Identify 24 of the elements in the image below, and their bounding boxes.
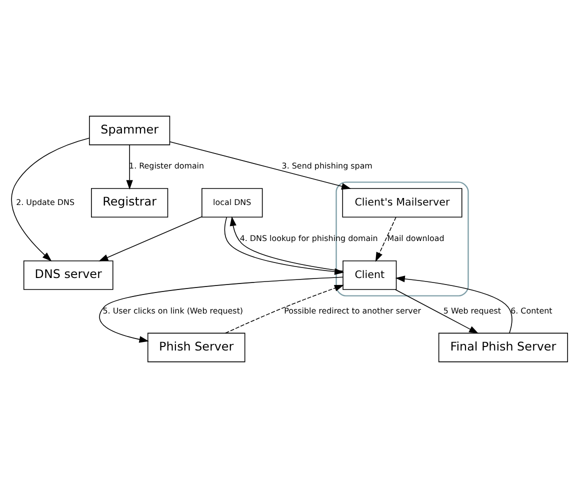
arrow [11,137,90,261]
arrow [375,216,396,262]
arrow [98,216,202,261]
node-box: Client [342,260,397,290]
edge-label: 2. Update DNS [16,197,75,206]
edge-label: 5. User clicks on link (Web request) [102,306,244,315]
edge-label: 3. Send phishing spam [282,161,372,170]
node-box: Final Phish Server [438,332,568,362]
node-box: Phish Server [147,332,246,362]
arrow [395,275,512,334]
edge-label: Mail download [387,233,444,242]
arrow [169,140,352,190]
edge-label: 6. Content [510,306,552,315]
node-box: local DNS [202,188,263,218]
node-box: Client's Mailserver [342,188,462,218]
node-box: Spammer [89,115,170,145]
node-box: Registrar [91,188,168,218]
arrow [225,284,344,334]
edge-label: 5 Web request [443,306,501,315]
edge-label: Possible redirect to another server [284,306,421,315]
arrow [395,288,479,334]
edge-label: 4. DNS lookup for phishing domain [240,233,378,242]
arrow [99,276,344,342]
node-box: DNS server [23,260,114,290]
